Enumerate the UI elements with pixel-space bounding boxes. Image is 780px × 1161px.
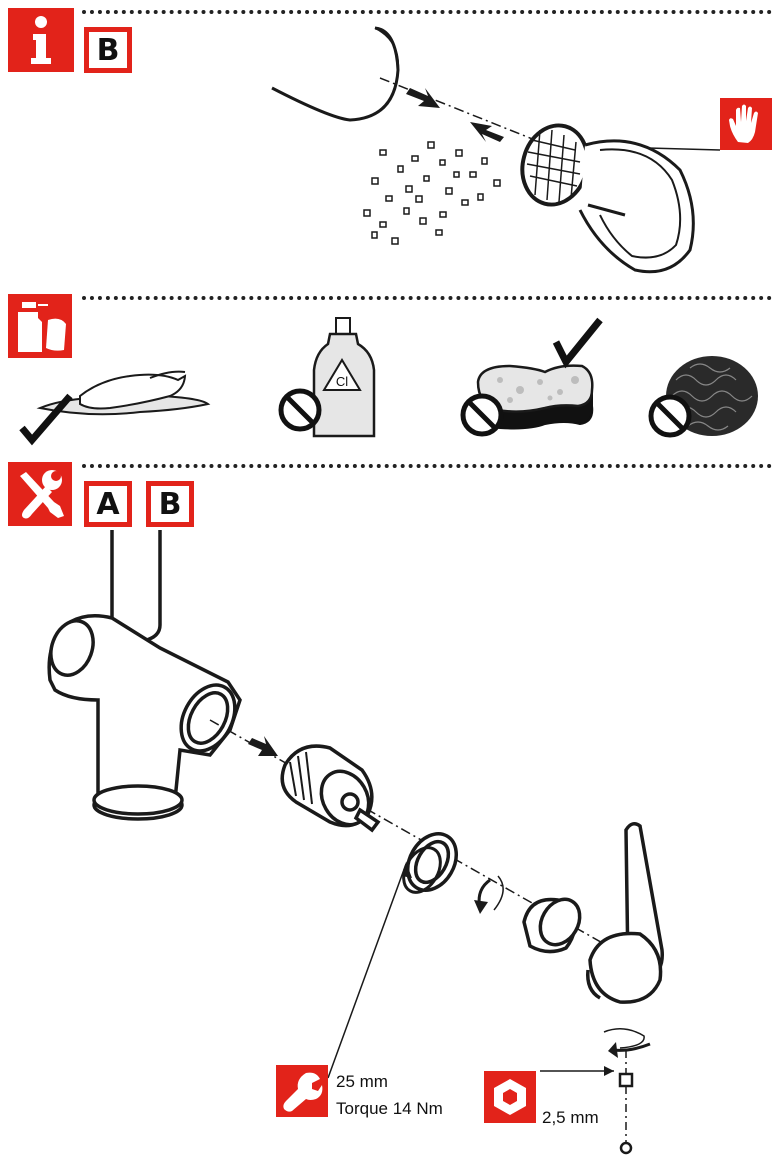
chlorine-label: Cl [336, 374, 348, 389]
section-divider [82, 464, 772, 468]
wrench-screwdriver-icon [8, 462, 72, 526]
wrench-size-label: 25 mm [336, 1072, 388, 1091]
check-icon [552, 317, 603, 369]
section-divider [82, 296, 772, 300]
aerator-cleaning-illustration [271, 26, 721, 274]
prohibited-icon [278, 388, 322, 432]
wrench-icon [276, 1065, 328, 1117]
section-b-label-tools: B [158, 486, 182, 522]
section-a-badge: A [84, 481, 132, 527]
cartridge-exploded-view [47, 530, 664, 1155]
hand-glove-icon [720, 98, 772, 150]
info-icon [8, 8, 74, 72]
chlorine-bottle-illustration: Cl [312, 317, 376, 438]
hex-size-label: 2,5 mm [542, 1108, 599, 1127]
cleaning-items-illustration: Cl [19, 317, 758, 446]
prohibited-icon [460, 393, 504, 437]
section-b-badge: B [84, 27, 132, 73]
cleaning-spray-icon [8, 294, 72, 358]
prohibited-icon [648, 394, 692, 438]
section-divider [82, 10, 772, 14]
section-b-badge-tools: B [146, 481, 194, 527]
hex-key-icon [484, 1071, 536, 1123]
section-b-label: B [96, 32, 120, 68]
section-a-label: A [96, 486, 120, 522]
cloth-wipe-illustration [36, 370, 211, 416]
check-icon [19, 393, 73, 446]
wrench-torque-label: Torque 14 Nm [336, 1099, 443, 1118]
